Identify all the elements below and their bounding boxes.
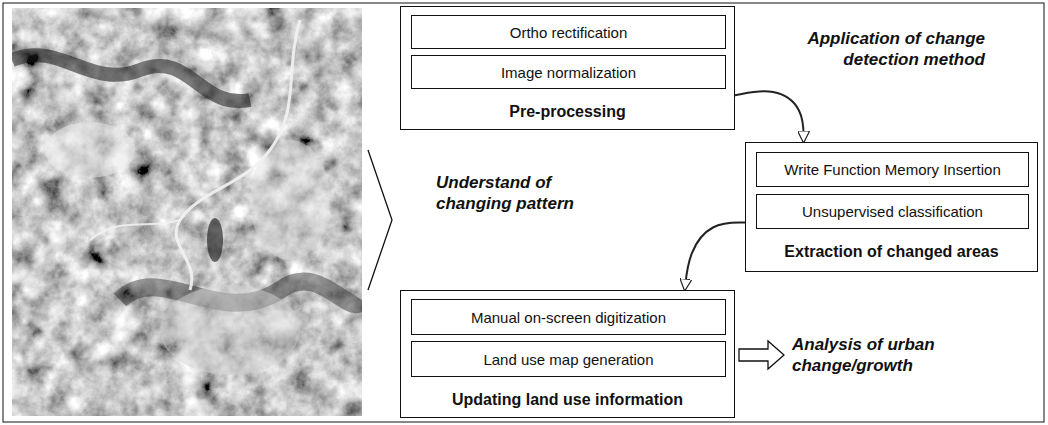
arrow-label-box: Understand of changing pattern bbox=[436, 172, 596, 214]
step-box: Manual on-screen digitization bbox=[411, 299, 726, 335]
heading-row: Pre-processing bbox=[401, 95, 734, 129]
outer-frame bbox=[3, 3, 1044, 422]
stage-title: Updating land use information bbox=[452, 391, 683, 409]
step-box: Land use map generation bbox=[411, 341, 726, 377]
step-text: Unsupervised classification bbox=[802, 203, 983, 220]
step-text: Image normalization bbox=[501, 64, 636, 81]
stage-box: Extraction of changed areas Write Functio… bbox=[745, 142, 1038, 272]
dark-terrain bbox=[207, 218, 223, 262]
heading-row: Updating land use information bbox=[401, 383, 734, 417]
curved-arrow bbox=[685, 223, 745, 290]
result-label: Analysis of urban change/growth bbox=[792, 334, 962, 376]
arrow-label-box: Application of change detection method bbox=[770, 28, 985, 70]
dark-terrain bbox=[12, 55, 250, 101]
arrow-label: Understand of changing pattern bbox=[436, 172, 596, 214]
curved-arrow bbox=[735, 91, 804, 142]
stage-title: Pre-processing bbox=[509, 103, 625, 121]
heading-row: Extraction of changed areas bbox=[746, 235, 1037, 269]
step-box: Ortho rectification bbox=[411, 15, 726, 49]
river-line bbox=[90, 220, 180, 240]
image-ground bbox=[12, 8, 362, 416]
arrow-label: Application of change detection method bbox=[770, 28, 985, 70]
bright-area bbox=[45, 122, 135, 178]
result-label-box: Analysis of urban change/growth bbox=[792, 334, 962, 376]
step-text: Manual on-screen digitization bbox=[471, 309, 666, 326]
step-text: Write Function Memory Insertion bbox=[784, 161, 1000, 178]
stage-title: Extraction of changed areas bbox=[784, 243, 998, 261]
hollow-arrow bbox=[739, 341, 784, 369]
step-text: Land use map generation bbox=[483, 351, 653, 368]
image-texture bbox=[12, 8, 362, 416]
bracket bbox=[368, 150, 392, 290]
satellite-image bbox=[12, 8, 362, 416]
bright-area bbox=[160, 285, 300, 375]
stage-box: Updating land use information Manual on-s… bbox=[400, 290, 735, 418]
river-line bbox=[176, 20, 300, 290]
step-box: Unsupervised classification bbox=[756, 194, 1029, 229]
step-box: Write Function Memory Insertion bbox=[756, 152, 1029, 187]
step-text: Ortho rectification bbox=[510, 24, 628, 41]
step-box: Image normalization bbox=[411, 55, 726, 89]
stage-box: Pre-processing Ortho rectificationImage n… bbox=[400, 6, 735, 130]
